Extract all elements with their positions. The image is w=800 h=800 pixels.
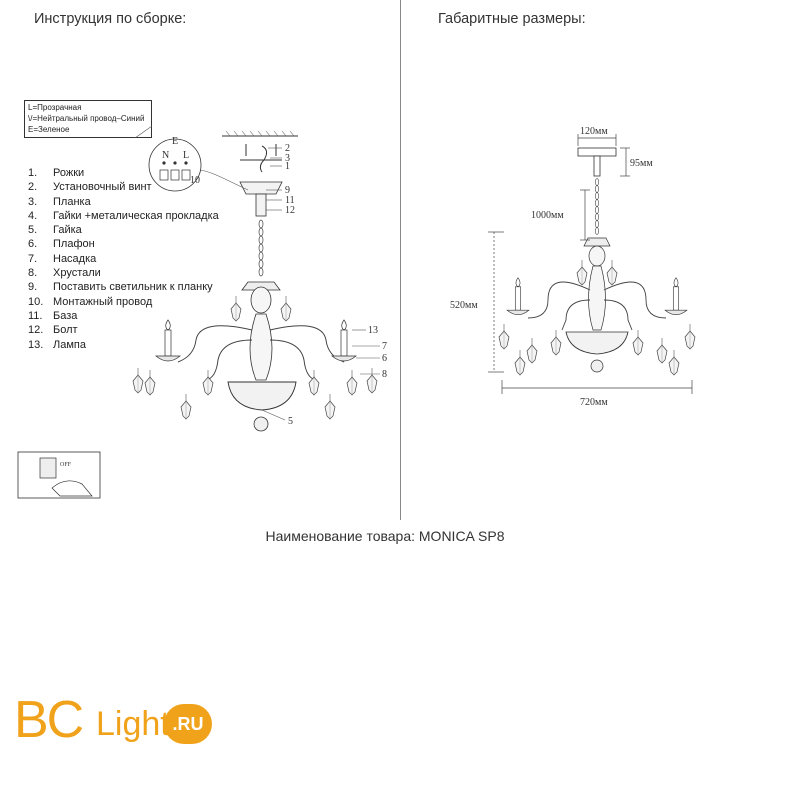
- callout-live: L: [183, 150, 189, 161]
- list-item: 8.Хрустали: [28, 267, 101, 280]
- wiring-legend: L=Прозрачная \/=Нейтральный провод–Синий…: [24, 100, 152, 138]
- dim-width: 720мм: [580, 397, 608, 408]
- legend-line-earth: E=Зеленое: [28, 125, 70, 134]
- callout-9: 9: [285, 185, 290, 196]
- callout-6: 6: [382, 353, 387, 364]
- list-item: 7.Насадка: [28, 252, 97, 265]
- list-item: 6.Плафон: [28, 238, 95, 251]
- dimension-drawing: 120мм 95мм 1000мм 520мм 720мм: [450, 126, 696, 408]
- logo-domain-badge: .RU: [164, 704, 212, 744]
- dim-canopy: 120мм: [580, 126, 608, 137]
- list-item: 10.Монтажный провод: [28, 295, 153, 308]
- list-item: 11.База: [28, 309, 78, 322]
- callout-neutral: N: [162, 150, 169, 161]
- callout-13: 13: [368, 325, 378, 336]
- list-item: 12.Болт: [28, 324, 78, 337]
- page-divider: [400, 0, 401, 520]
- product-name: Наименование товара: MONICA SP8: [265, 528, 505, 544]
- dim-chain: 1000мм: [531, 210, 564, 221]
- callout-3: 3: [285, 153, 290, 164]
- list-item: 3.Планка: [28, 195, 91, 208]
- callout-8: 8: [382, 369, 387, 380]
- callout-11: 11: [285, 195, 295, 206]
- assembly-heading: Инструкция по сборке:: [34, 11, 187, 27]
- callout-2: 2: [285, 143, 290, 154]
- list-item: 9.Поставить светильник к планку: [28, 281, 213, 294]
- dimensions-heading: Габаритные размеры:: [438, 11, 586, 27]
- dim-canopy-height: 95мм: [630, 158, 653, 169]
- callout-10: 10: [190, 175, 200, 186]
- legend-line-live: L=Прозрачная: [28, 103, 82, 112]
- legend-line-neutral: \/=Нейтральный провод–Синий: [28, 114, 145, 123]
- callout-5: 5: [288, 416, 293, 427]
- logo-bc: BC: [14, 691, 84, 749]
- parts-list: 1.Рожки 2.Установочный винт 3.Планка 4.Г…: [28, 166, 219, 352]
- callout-off: OFF: [60, 462, 72, 468]
- callout-7: 7: [382, 341, 387, 352]
- logo-light: Light: [96, 705, 170, 743]
- list-item: 4.Гайки +металическая прокладка: [28, 209, 219, 222]
- callout-12: 12: [285, 205, 295, 216]
- assembly-drawing: [17, 125, 380, 499]
- callouts: 2 3 1 9 11 12 13 7 6 8 5 10 E N L OFF: [60, 136, 387, 468]
- callout-earth: E: [172, 136, 178, 147]
- dim-height: 520мм: [450, 300, 478, 311]
- list-item: 13.Лампа: [28, 338, 86, 351]
- list-item: 1.Рожки: [28, 167, 85, 179]
- callout-1: 1: [285, 161, 290, 172]
- list-item: 5.Гайка: [28, 224, 82, 237]
- list-item: 2.Установочный винт: [28, 181, 152, 194]
